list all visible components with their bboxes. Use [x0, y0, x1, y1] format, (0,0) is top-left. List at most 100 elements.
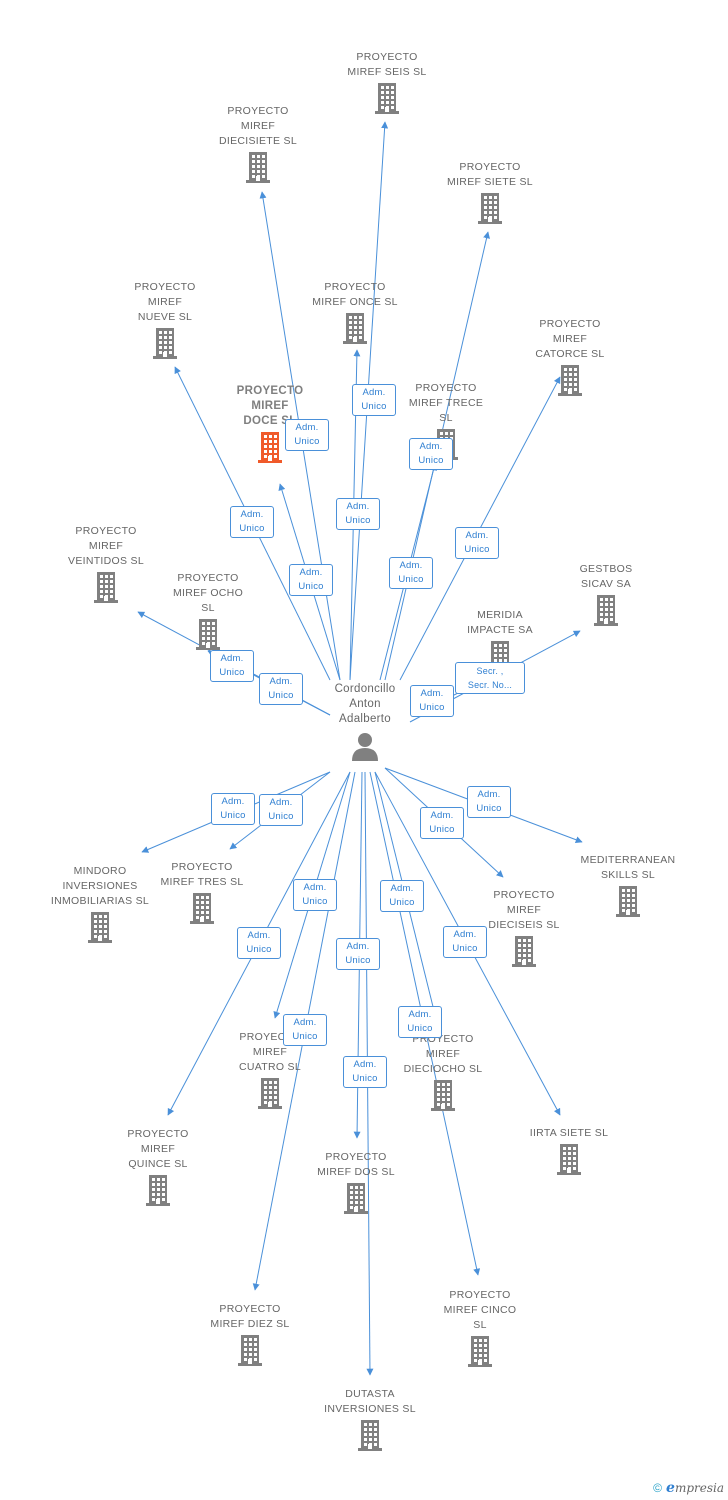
brand-logo[interactable]: empresia — [666, 1480, 724, 1496]
person-icon — [352, 733, 378, 761]
role-badge-line: Unico — [292, 1031, 318, 1042]
role-badge-line: Adm. — [430, 810, 454, 821]
role-badge-line: Adm. — [303, 882, 327, 893]
role-badge-line: Adm. — [465, 530, 489, 541]
company-node-ocho[interactable]: PROYECTO MIREF OCHO SL — [153, 571, 263, 650]
role-badge-line: Unico — [429, 824, 455, 835]
role-badge[interactable]: Adm.Unico — [285, 419, 329, 451]
role-badge-line: Unico — [345, 955, 371, 966]
role-badge[interactable]: Adm.Unico — [467, 786, 511, 818]
building-icon — [478, 193, 502, 224]
role-badge-line: Unico — [407, 1023, 433, 1034]
role-badge-line: Unico — [418, 455, 444, 466]
role-badge[interactable]: Adm. Unico — [398, 1006, 442, 1038]
role-badge[interactable]: Adm.Unico — [210, 650, 254, 682]
company-label: PROYECTO MIREF ONCE SL — [312, 281, 398, 308]
company-node-dieciocho[interactable]: PROYECTO MIREF DIECIOCHO SL — [388, 1032, 498, 1111]
company-node-catorce[interactable]: PROYECTO MIREF CATORCE SL — [515, 317, 625, 396]
role-badge-line: Adm. — [269, 676, 293, 687]
role-badge[interactable]: Adm.Unico — [343, 1056, 387, 1088]
company-node-diecisiete[interactable]: PROYECTO MIREF DIECISIETE SL — [203, 104, 313, 183]
company-node-mediterranean[interactable]: MEDITERRANEAN SKILLS SL — [573, 853, 683, 917]
role-badge[interactable]: Adm.Unico — [237, 927, 281, 959]
company-node-dieciseis[interactable]: PROYECTO MIREF DIECISEIS SL — [469, 888, 579, 967]
company-node-diez[interactable]: PROYECTO MIREF DIEZ SL — [195, 1302, 305, 1366]
building-icon — [358, 1420, 382, 1451]
building-icon — [190, 893, 214, 924]
role-badge-line: Adm. — [240, 509, 264, 520]
role-badge[interactable]: Adm. Unico — [230, 506, 274, 538]
role-badge-line: Unico — [419, 702, 445, 713]
company-label: PROYECTO MIREF CINCO SL — [443, 1289, 517, 1331]
company-label: PROYECTO MIREF CATORCE SL — [535, 318, 605, 360]
role-badge-line: Adm. — [408, 1009, 432, 1020]
role-badge[interactable]: Adm.Unico — [455, 527, 499, 559]
role-badge[interactable]: Adm.Unico — [259, 673, 303, 705]
role-badge-line: Adm. — [269, 797, 293, 808]
role-badge[interactable]: Adm.Unico — [283, 1014, 327, 1046]
company-node-doce[interactable]: PROYECTO MIREF DOCE SL — [215, 384, 325, 463]
role-badge[interactable]: Adm. Unico — [336, 498, 380, 530]
role-badge[interactable]: Adm. Unico — [259, 794, 303, 826]
role-badge-line: Unico — [452, 943, 478, 954]
role-badge-line: Unico — [298, 581, 324, 592]
role-badge-line: Adm. — [220, 653, 244, 664]
company-node-dos[interactable]: PROYECTO MIREF DOS SL — [301, 1150, 411, 1214]
role-badge-line: Unico — [239, 523, 265, 534]
role-badge[interactable]: Secr. ,Secr. No... — [455, 662, 525, 694]
building-icon — [431, 1080, 455, 1111]
company-node-cinco[interactable]: PROYECTO MIREF CINCO SL — [425, 1288, 535, 1367]
company-node-gestbos[interactable]: GESTBOS SICAV SA — [551, 562, 661, 626]
role-badge-line: Unico — [220, 810, 246, 821]
company-node-veintidos[interactable]: PROYECTO MIREF VEINTIDOS SL — [51, 524, 161, 603]
company-node-siete[interactable]: PROYECTO MIREF SIETE SL — [435, 160, 545, 224]
role-badge-line: Adm. — [346, 501, 370, 512]
company-node-quince[interactable]: PROYECTO MIREF QUINCE SL — [103, 1127, 213, 1206]
role-badge[interactable]: Adm.Unico — [293, 879, 337, 911]
role-badge[interactable]: Adm. Unico — [420, 807, 464, 839]
company-node-cuatro[interactable]: PROYECTO MIREF CUATRO SL — [215, 1030, 325, 1109]
company-label: PROYECTO MIREF DIEZ SL — [210, 1303, 290, 1330]
building-icon — [512, 936, 536, 967]
company-label: PROYECTO MIREF TRES SL — [160, 861, 244, 888]
role-badge-line: Unico — [389, 897, 415, 908]
company-node-mindoro[interactable]: MINDORO INVERSIONES INMOBILIARIAS SL — [45, 864, 155, 943]
role-badge[interactable]: Adm.Unico — [409, 438, 453, 470]
role-badge[interactable]: Adm.Unico — [289, 564, 333, 596]
role-badge[interactable]: Adm.Unico — [389, 557, 433, 589]
company-node-nueve[interactable]: PROYECTO MIREF NUEVE SL — [110, 280, 220, 359]
role-badge-line: Secr. No... — [467, 680, 513, 690]
role-badge-line: Unico — [345, 515, 371, 526]
center-person-node[interactable]: Cordoncillo Anton Adalberto — [313, 682, 417, 761]
company-node-once[interactable]: PROYECTO MIREF ONCE SL — [300, 280, 410, 344]
role-badge[interactable]: Adm.Unico — [352, 384, 396, 416]
company-node-tres[interactable]: PROYECTO MIREF TRES SL — [147, 860, 257, 924]
building-icon — [344, 1183, 368, 1214]
company-label: PROYECTO MIREF NUEVE SL — [134, 281, 196, 323]
building-icon — [557, 1144, 581, 1175]
building-icon — [594, 595, 618, 626]
role-badge[interactable]: Adm.Unico — [211, 793, 255, 825]
role-badge[interactable]: Adm.Unico — [380, 880, 424, 912]
company-label: PROYECTO MIREF SEIS SL — [347, 51, 427, 78]
company-node-dutasta[interactable]: DUTASTA INVERSIONES SL — [315, 1387, 425, 1451]
role-badge-line: Unico — [268, 811, 294, 822]
role-badge-line: Adm. — [399, 560, 423, 571]
role-badge-line: Unico — [361, 401, 387, 412]
building-icon — [375, 83, 399, 114]
building-icon — [343, 313, 367, 344]
role-badge[interactable]: Adm.Unico — [443, 926, 487, 958]
building-icon — [258, 432, 282, 463]
building-icon — [196, 619, 220, 650]
company-node-seis[interactable]: PROYECTO MIREF SEIS SL — [332, 50, 442, 114]
company-label: PROYECTO MIREF QUINCE SL — [127, 1128, 189, 1170]
company-label: MEDITERRANEAN SKILLS SL — [580, 854, 676, 881]
role-badge[interactable]: Adm. Unico — [336, 938, 380, 970]
role-badge-line: Adm. — [346, 941, 370, 952]
company-node-iirta[interactable]: IIRTA SIETE SL — [514, 1126, 624, 1175]
role-badge[interactable]: Adm.Unico — [410, 685, 454, 717]
building-icon — [146, 1175, 170, 1206]
building-icon — [238, 1335, 262, 1366]
company-label: PROYECTO MIREF TRECE SL — [408, 382, 484, 424]
